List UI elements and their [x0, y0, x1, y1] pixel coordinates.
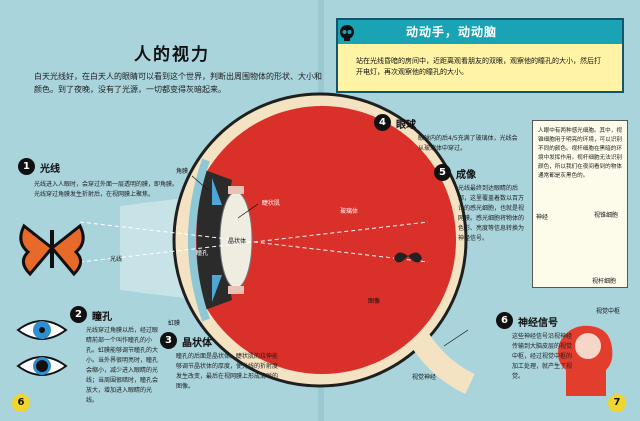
label-visual-center: 视觉中枢 — [596, 308, 621, 315]
activity-box: 动动手，动动脑 站在光线昏暗的房间中，近距离观看朋友的双眼，观察他的瞳孔的大小，… — [336, 18, 624, 93]
section-6-text: 这些神经信号沿视神经传输到大脑皮层的视觉中枢，经过视觉中枢的加工处理，就产生了视… — [512, 333, 573, 380]
ciliary-bottom — [228, 286, 244, 294]
butterfly-icon — [19, 223, 85, 277]
section-3-badge: 3 — [160, 332, 177, 349]
section-5-badge: 5 — [434, 164, 451, 181]
head-brain-icon — [558, 325, 613, 396]
eye-icon-small-pupil — [16, 320, 68, 340]
label-iris: 虹膜 — [168, 320, 181, 327]
section-6-badge: 6 — [496, 312, 513, 329]
section-5-text: 光线最终到达眼睛的后部，这里覆盖着数以百万计的感光细胞，也就是视网膜。感光细胞将… — [458, 185, 525, 242]
page-title: 人的视力 — [134, 45, 210, 65]
cornea — [188, 158, 210, 322]
retina-label-nerve: 神经 — [536, 214, 549, 221]
section-4-text: 眼球内的后4/5充满了玻璃体，光线会从玻璃体中穿过。 — [418, 135, 518, 152]
section-3-text: 瞳孔的后面是晶状体。睫状肌的拉伸能够调节晶状体的厚度，使光线的折射度发生改变，最… — [176, 353, 279, 390]
label-optic-nerve: 视觉神经 — [412, 374, 437, 381]
label-pupil: 瞳孔 — [196, 250, 209, 257]
leader-cornea — [191, 175, 209, 191]
section-1-badge: 1 — [18, 158, 35, 175]
retina-panel-text: 人眼中有两种感光细胞。其中，视锥细胞用于明亮的环境，可以识别不同的颜色。视杆细胞… — [538, 128, 622, 179]
section-2-title: 瞳孔 — [92, 312, 112, 323]
retina-label-cone: 视锥细胞 — [594, 212, 619, 219]
iris-section — [196, 170, 232, 310]
page-number-right: 7 — [608, 394, 626, 412]
section-1-title: 光线 — [40, 164, 60, 175]
leader-ciliary — [237, 203, 259, 219]
activity-text: 站在光线昏暗的房间中，近距离观看朋友的双眼，观察他的瞳孔的大小，然后打开电灯，再… — [356, 57, 601, 76]
leader-optic — [443, 329, 469, 347]
vitreous-body — [188, 106, 456, 374]
iris-bottom — [212, 275, 222, 302]
skull-icon — [340, 25, 354, 41]
activity-heading: 动动手，动动脑 — [338, 20, 622, 44]
eye-icon-large-pupil — [16, 356, 68, 376]
section-4-title: 眼球 — [396, 120, 416, 131]
section-3-title: 晶状体 — [182, 338, 212, 349]
label-ciliary: 睫状肌 — [262, 200, 281, 207]
section-6-title: 神经信号 — [518, 318, 558, 329]
retina-panel: 人眼中有两种感光细胞。其中，视锥细胞用于明亮的环境，可以识别不同的颜色。视杆细胞… — [532, 120, 628, 288]
ciliary-top — [228, 186, 244, 194]
section-4-badge: 4 — [374, 114, 391, 131]
page-number-left: 6 — [12, 394, 30, 412]
retina-image-butterfly — [394, 252, 422, 263]
label-light: 光线 — [110, 256, 123, 263]
label-lens: 晶状体 — [228, 238, 247, 245]
ray-bottom — [79, 221, 429, 263]
section-2-badge: 2 — [70, 306, 87, 323]
optic-nerve — [410, 333, 475, 394]
section-5-title: 成像 — [456, 170, 476, 181]
label-image: 图像 — [368, 298, 381, 305]
section-1-text: 光线进入人眼时，会穿过外面一层透明的膜，即角膜。光线穿过角膜发生折射后，在视网膜… — [34, 181, 179, 198]
intro-text: 白天光线好，在白天人的眼睛可以看到这个世界，判断出周围物体的形状、大小和颜色。到… — [34, 72, 322, 94]
retina-label-rod: 视杆细胞 — [592, 278, 617, 285]
label-vitreous: 玻璃体 — [340, 208, 359, 215]
iris-top — [212, 178, 222, 205]
section-2-text: 光线穿过角膜以后，经过眼睛前部一个叫作瞳孔的小孔。虹膜能够调节瞳孔的大小。当外界… — [86, 327, 159, 404]
label-cornea: 角膜 — [176, 168, 189, 175]
